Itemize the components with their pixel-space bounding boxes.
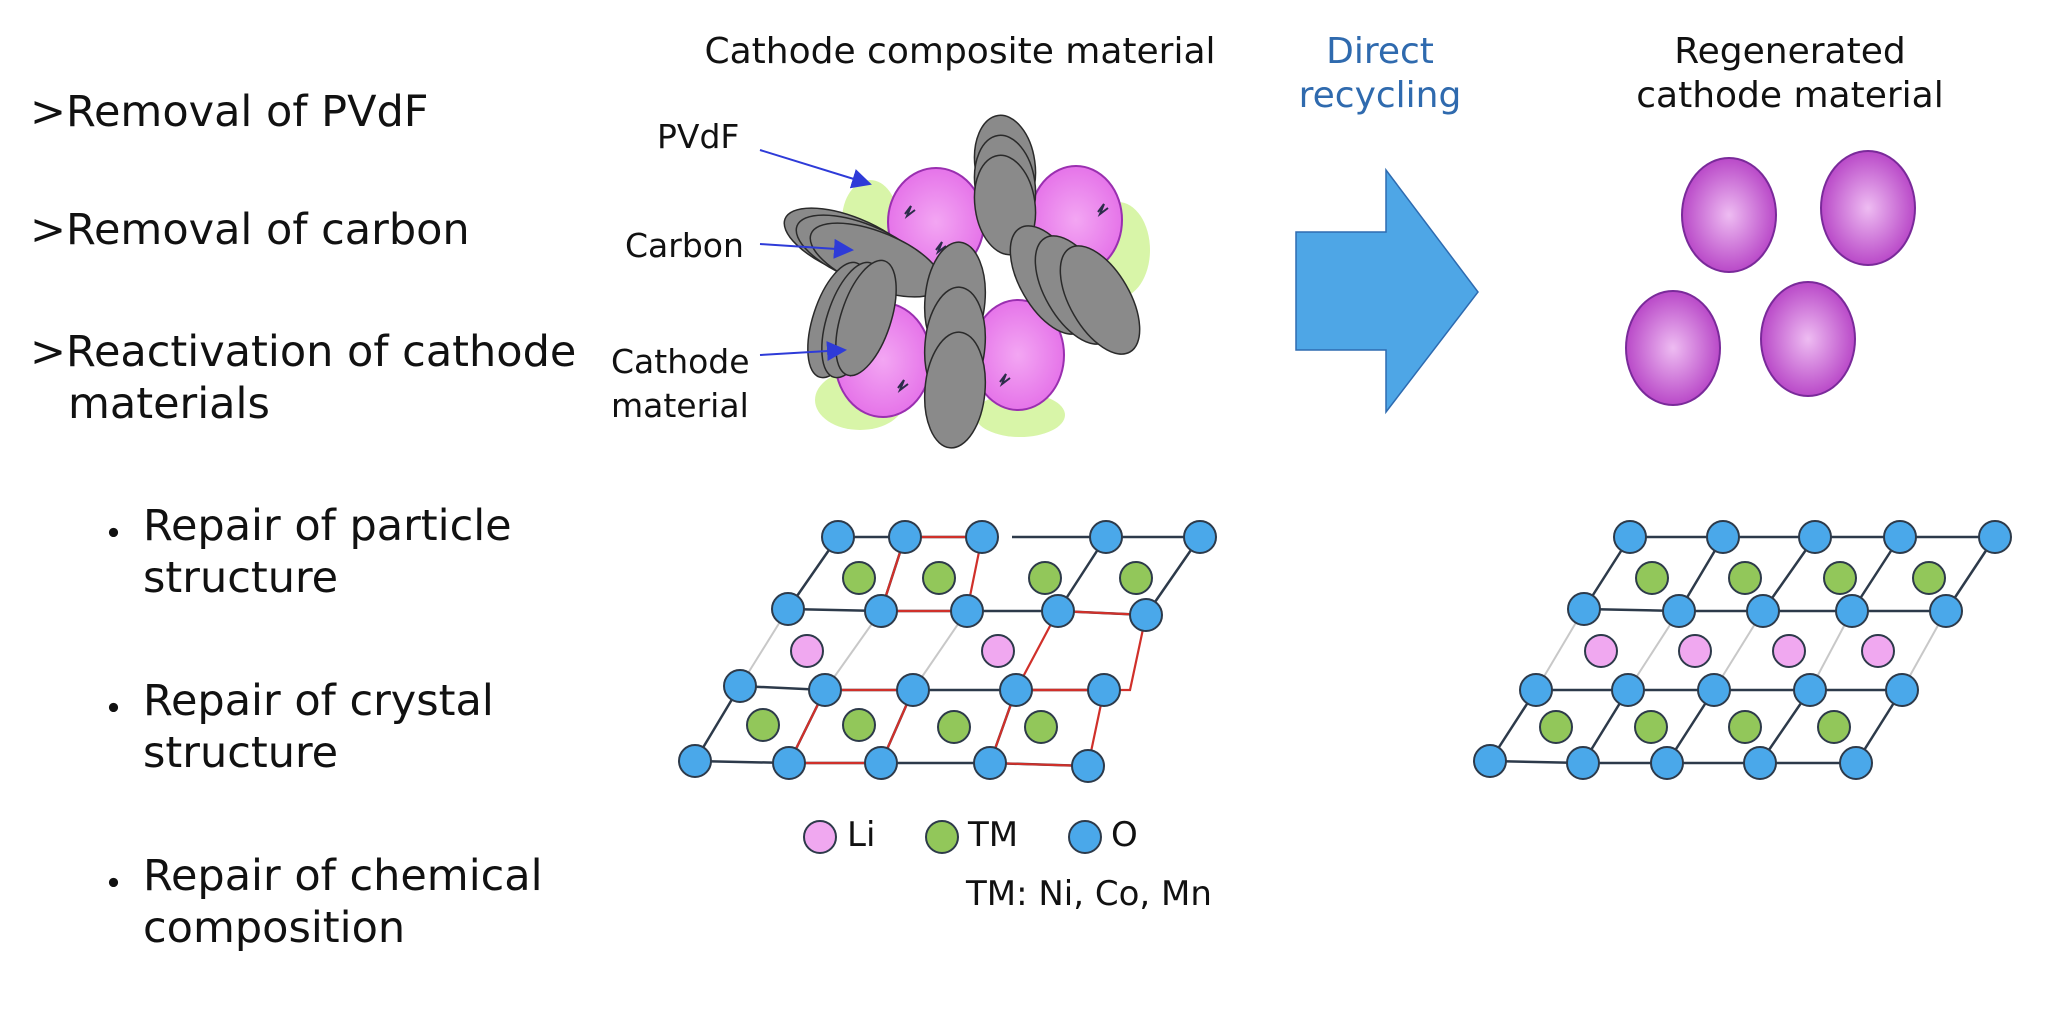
tm-atoms-right (1539, 561, 1946, 744)
legend-li-swatch (803, 820, 837, 854)
direct-recycling-line2: recycling (1298, 75, 1462, 116)
repair-chemical-line1: Repair of chemical (143, 851, 543, 901)
bullet-3: ・ (92, 860, 135, 910)
regenerated-particles (1625, 150, 1916, 406)
callout-arrows (759, 149, 872, 362)
direct-recycling-line1: Direct (1326, 31, 1434, 72)
regen-title-line2: cathode material (1636, 75, 1944, 116)
step-removal-carbon: >Removal of carbon (30, 205, 470, 255)
regenerated-lattice (1473, 520, 2012, 780)
step-reactivation-line2: materials (68, 379, 270, 429)
repair-particle-line1: Repair of particle (143, 501, 512, 551)
legend-tm-swatch (925, 820, 959, 854)
legend-tm-note: TM: Ni, Co, Mn (966, 874, 1212, 914)
defective-lattice (678, 520, 1217, 783)
callout-pvdf: PVdF (657, 117, 740, 156)
direct-recycling-arrow (1295, 167, 1479, 415)
bullet-1: ・ (92, 510, 135, 560)
li-atoms-right (1584, 634, 1895, 668)
repair-particle-line2: structure (143, 553, 339, 603)
repair-crystal-line2: structure (143, 728, 339, 778)
callout-cathode-line2: material (611, 386, 749, 425)
step-removal-pvdf: >Removal of PVdF (30, 87, 429, 137)
composite-title: Cathode composite material (704, 31, 1216, 72)
callout-cathode-line1: Cathode (611, 342, 750, 381)
o-atoms-left (678, 520, 1217, 783)
tm-atoms-left (746, 561, 1153, 744)
regen-title-line1: Regenerated (1674, 31, 1906, 72)
legend-o-swatch (1068, 820, 1102, 854)
li-atoms-left (790, 634, 1015, 668)
legend-swatches (803, 820, 1102, 854)
legend-li-label: Li (847, 815, 876, 855)
o-atoms-right (1473, 520, 2012, 780)
lattice-gray-lines (739, 608, 968, 691)
repair-crystal-line1: Repair of crystal (143, 676, 494, 726)
legend-o-label: O (1111, 815, 1138, 855)
legend-tm-label: TM (968, 815, 1019, 855)
bullet-2: ・ (92, 685, 135, 735)
step-reactivation-line1: >Reactivation of cathode (30, 327, 577, 377)
repair-chemical-line2: composition (143, 903, 406, 953)
callout-carbon: Carbon (625, 226, 744, 265)
